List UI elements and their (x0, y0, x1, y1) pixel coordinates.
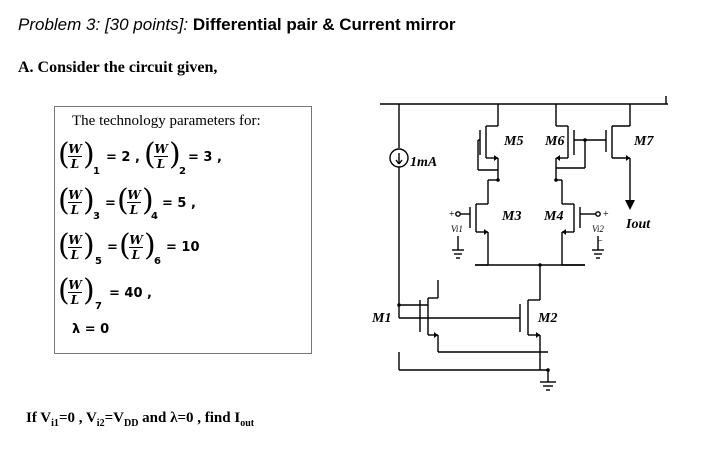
vi1-plus: + (449, 209, 455, 220)
subscript-6: 6 (154, 256, 161, 267)
paren-open: ( (58, 228, 70, 263)
question-text: If Vi1=0 , Vi2=VDD and λ=0 , find Iout (26, 410, 255, 429)
m6-label: M6 (544, 134, 564, 149)
m7-label: M7 (633, 134, 654, 149)
paren-open: ( (58, 137, 70, 172)
m5-label: M5 (503, 134, 523, 149)
m2-arrow-icon (536, 332, 540, 338)
vi2-plus: + (603, 209, 609, 220)
paren-close: ) (169, 137, 181, 172)
param-equals: = (107, 240, 118, 255)
paren-close: ) (144, 228, 156, 263)
lambda-param: λ = 0 (72, 322, 110, 337)
m3-arrow-icon (484, 229, 488, 235)
paren-close: ) (83, 137, 95, 172)
subscript-2: 2 (179, 166, 186, 177)
tech-params-title: The technology parameters for: (72, 113, 261, 129)
m7-arrow-icon (626, 155, 630, 161)
problem-topic: Differential pair & Current mirror (192, 15, 456, 34)
wl-fraction: W L (68, 188, 82, 217)
paren-open: ( (119, 228, 131, 263)
subscript-3: 3 (93, 211, 100, 222)
wl-fraction: W L (129, 233, 143, 262)
vi1-label: Vi1 (451, 224, 463, 234)
paren-open: ( (144, 137, 156, 172)
param-value-7: = 40 , (109, 286, 152, 301)
tech-params-box (54, 106, 312, 354)
m4-arrow-icon (562, 229, 566, 235)
param-value-5-6: = 10 (166, 240, 200, 255)
problem-title: Problem 3: [30 points]: Differential pai… (18, 15, 455, 35)
current-source-label: 1mA (410, 155, 437, 170)
iout-arrow-icon (625, 200, 635, 210)
paren-close: ) (83, 183, 95, 218)
part-a-heading: A. Consider the circuit given, (18, 59, 218, 76)
m2-label: M2 (537, 311, 557, 326)
param-value-3-4: = 5 , (162, 196, 196, 211)
paren-open: ( (58, 273, 70, 308)
m1-arrow-icon (434, 332, 438, 338)
param-value-2: = 3 , (188, 150, 222, 165)
paren-open: ( (117, 183, 129, 218)
vi2-label: Vi2 (592, 224, 604, 234)
wl-fraction: W L (154, 142, 168, 171)
param-equals: = (105, 196, 116, 211)
wl-fraction: W L (68, 233, 82, 262)
points-label: [30 points]: (104, 15, 189, 34)
paren-close: ) (83, 228, 95, 263)
paren-open: ( (58, 183, 70, 218)
m4-label: M4 (543, 209, 563, 224)
m6-arrow-icon (556, 155, 560, 161)
problem-label: Problem 3: (18, 15, 101, 34)
vi2-minus: − (597, 236, 603, 247)
wl-fraction: W L (68, 278, 82, 307)
paren-close: ) (83, 273, 95, 308)
subscript-5: 5 (95, 256, 102, 267)
wl-fraction: W L (68, 142, 82, 171)
paren-close: ) (142, 183, 154, 218)
subscript-7: 7 (95, 301, 102, 312)
iout-label: Iout (625, 217, 651, 232)
param-value-1: = 2 , (106, 150, 140, 165)
subscript-4: 4 (151, 211, 158, 222)
wl-fraction: W L (127, 188, 141, 217)
m5-arrow-icon (494, 155, 498, 161)
m3-label: M3 (501, 209, 521, 224)
m1-label: M1 (371, 311, 391, 326)
subscript-1: 1 (93, 166, 100, 177)
